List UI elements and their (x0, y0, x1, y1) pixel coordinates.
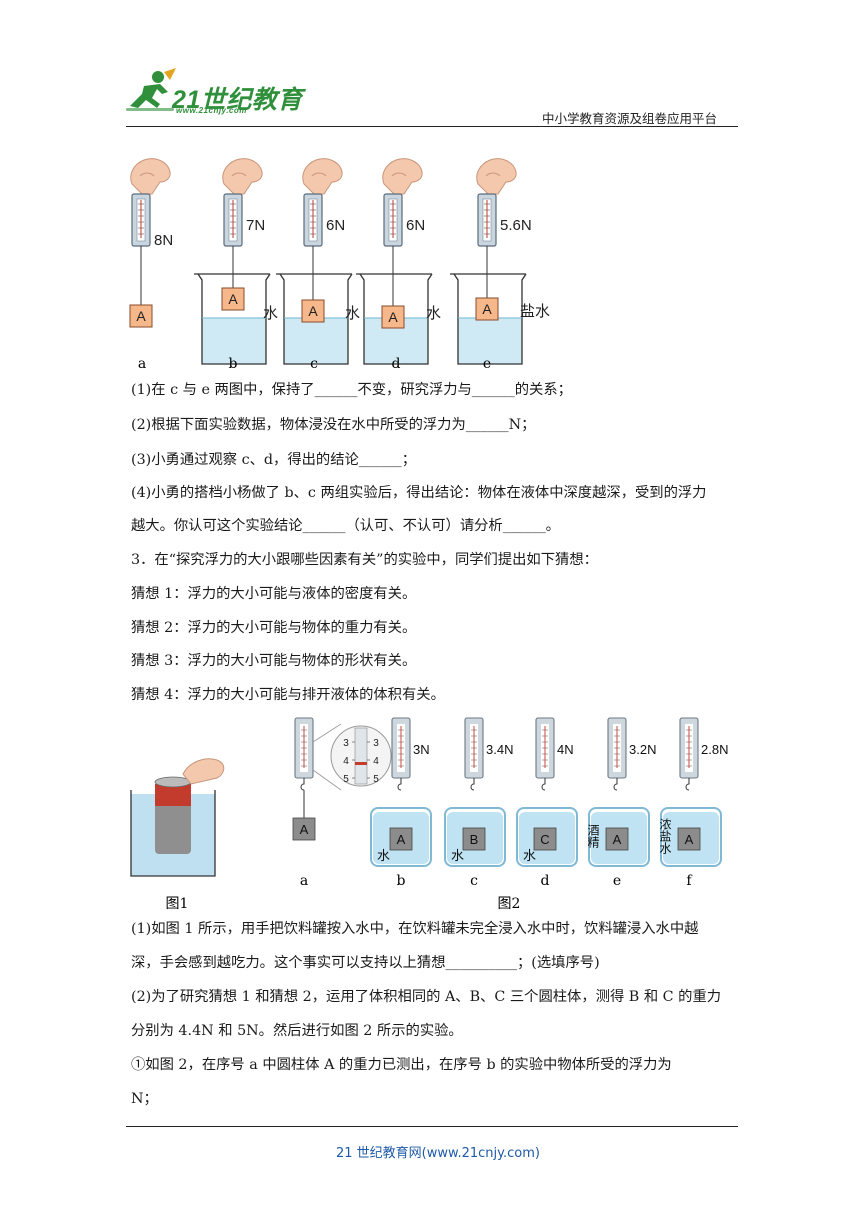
setup-d: A 6N 水 d (355, 158, 441, 372)
runner-logo-icon (126, 68, 176, 111)
guess-4: 猜想 4：浮力的大小可能与排开液体的体积有关。 (131, 687, 445, 703)
fig2-caption-a: a (300, 873, 308, 889)
sub-question-1b: 深，手会感到越吃力。这个事实可以支持以上猜想__________；(选填序号) (131, 955, 600, 971)
fig2-setup-a: A a (292, 717, 316, 889)
problem-3-intro: 3．在“探究浮力的大小跟哪些因素有关”的实验中，同学们提出如下猜想： (131, 552, 598, 568)
fig2-setup-d: 4N C 水 d (516, 717, 578, 889)
svg-text:4: 4 (343, 756, 349, 767)
svg-text:3: 3 (343, 738, 349, 749)
fig2-caption-c: c (470, 873, 478, 889)
platform-name: 中小学教育资源及组卷应用平台 (542, 111, 718, 126)
fig2-setup-f: 2.8N A 浓盐水 f (658, 717, 728, 889)
question-4b: 越大。你认可这个实验结论______（认可、不认可）请分析______。 (131, 518, 560, 534)
guess-2: 猜想 2：浮力的大小可能与物体的重力有关。 (131, 620, 417, 636)
block-label: A (136, 308, 146, 324)
question-1: (1)在 c 与 e 两图中，保持了______不变，研究浮力与______的关… (131, 382, 572, 398)
reading-b: 7N (246, 217, 265, 234)
svg-text:A: A (482, 301, 492, 317)
reading-d: 6N (406, 217, 425, 234)
logo-url: www.21cnjy.com (176, 106, 247, 115)
caption-e: e (483, 356, 491, 372)
fig2-reading-c: 3.4N (486, 742, 513, 757)
sub-question-2b: 分别为 4.4N 和 5N。然后进行如图 2 所示的实验。 (131, 1023, 463, 1039)
sub-question-3b: N； (131, 1091, 158, 1107)
liquid-c: 水 (345, 305, 360, 322)
fig2-liquid-f: 浓盐水 (658, 818, 672, 854)
fig2-caption-e: e (613, 873, 621, 889)
setup-b: A 7N 水 b (193, 158, 278, 372)
liquid-e: 盐水 (520, 303, 550, 320)
hand-icon (182, 758, 225, 785)
fig2-liquid-c: 水 (451, 848, 464, 863)
fig2-reading-e: 3.2N (629, 742, 656, 757)
svg-text:A: A (228, 291, 238, 307)
fig2-reading-f: 2.8N (701, 742, 728, 757)
fig2-liquid-b: 水 (377, 848, 390, 863)
fig2-caption-b: b (397, 873, 406, 889)
setup-a: A 8N a (129, 158, 173, 372)
setup-e: A 5.6N 盐水 e (449, 158, 550, 372)
header-rule (126, 126, 738, 127)
question-4a: (4)小勇的搭档小杨做了 b、c 两组实验后，得出结论：物体在液体中深度越深，受… (131, 485, 707, 501)
svg-text:A: A (397, 832, 406, 847)
caption-b: b (229, 356, 238, 372)
fig2-reading-d: 4N (557, 742, 574, 757)
reading-c: 6N (326, 217, 345, 234)
sub-question-3a: ①如图 2，在序号 a 中圆柱体 A 的重力已测出，在序号 b 的实验中物体所受… (131, 1057, 672, 1073)
svg-text:A: A (300, 822, 309, 837)
fig2-reading-b: 3N (413, 742, 430, 757)
svg-text:5: 5 (373, 774, 379, 785)
logo-text: 21世纪教育 (172, 86, 303, 114)
question-2: (2)根据下面实验数据，物体浸没在水中所受的浮力为______N； (131, 417, 536, 433)
question-3: (3)小勇通过观察 c、d，得出的结论______； (131, 452, 417, 468)
svg-text:B: B (470, 832, 479, 847)
fig2-setup-c: 3.4N B 水 c (444, 717, 513, 889)
svg-text:C: C (540, 832, 549, 847)
svg-text:A: A (388, 309, 398, 325)
fig2-caption-d: d (541, 873, 550, 889)
fig2-setup-e: 3.2N A 酒精 e (586, 717, 656, 889)
svg-text:A: A (308, 303, 318, 319)
sub-question-1a: (1)如图 1 所示，用手把饮料罐按入水中，在饮料罐未完全浸入水中时，饮料罐浸入… (131, 921, 699, 937)
footer-rule (126, 1126, 738, 1127)
header: 21世纪教育 www.21cnjy.com 中小学教育资源及组卷应用平台 (0, 0, 860, 130)
guess-3: 猜想 3：浮力的大小可能与物体的形状有关。 (131, 653, 417, 669)
fig2-setup-b: 3N A 水 b (370, 717, 432, 889)
svg-text:3: 3 (373, 738, 379, 749)
figure-bottom: 图1 A a 3 4 5 3 4 5 3N A 水 b (130, 717, 728, 912)
svg-text:4: 4 (373, 756, 379, 767)
setup-c: A 6N 水 c (275, 158, 360, 372)
fig2-liquid-d: 水 (523, 848, 536, 863)
caption-c: c (310, 356, 318, 372)
caption-a: a (138, 356, 146, 372)
svg-text:A: A (685, 832, 694, 847)
fig2-caption: 图2 (498, 896, 521, 912)
figure-top: A 8N a A 7N 水 b A 6N 水 c A 6N 水 d (129, 158, 550, 372)
reading-e: 5.6N (500, 217, 532, 234)
magnified-scale: 3 4 5 3 4 5 (312, 723, 392, 791)
liquid-b: 水 (263, 305, 278, 322)
fig2-caption-f: f (686, 873, 693, 889)
fig1-can-in-water: 图1 (130, 758, 225, 912)
svg-text:A: A (613, 832, 622, 847)
reading-a: 8N (154, 232, 173, 249)
sub-question-2a: (2)为了研究猜想 1 和猜想 2，运用了体积相同的 A、B、C 三个圆柱体，测… (131, 989, 722, 1005)
caption-d: d (392, 356, 401, 372)
fig2-liquid-e: 酒精 (586, 824, 600, 848)
fig1-caption: 图1 (166, 896, 189, 912)
guess-1: 猜想 1：浮力的大小可能与液体的密度有关。 (131, 586, 417, 602)
liquid-d: 水 (426, 305, 441, 322)
svg-text:5: 5 (343, 774, 349, 785)
footer-text: 21 世纪教育网(www.21cnjy.com) (336, 1146, 540, 1161)
